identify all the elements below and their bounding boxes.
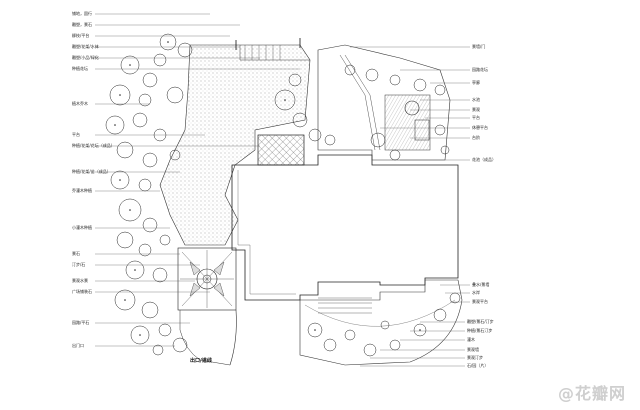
label-right-18: 石/园（片）	[467, 363, 489, 368]
label-left-1: 铺地，園行	[72, 11, 92, 16]
label-right-9: 花池（成品）	[472, 157, 496, 162]
label-left-12: 小灌木种植	[72, 225, 92, 230]
label-right-5: 景观	[472, 107, 480, 112]
label-left-3: 柳枝/平台	[72, 33, 90, 38]
label-left-16: 广场铺装石	[72, 289, 92, 294]
label-right-4: 水池	[472, 97, 480, 102]
label-right-12: 景观平台	[472, 299, 488, 304]
label-right-14: 种植/景石汀步	[467, 328, 493, 333]
label-left-15: 景观水景	[72, 278, 88, 283]
label-left-5: 雕塑/小品/绿化	[72, 55, 99, 60]
label-right-17: 景观汀步	[467, 355, 483, 360]
label-right-11: 水岸	[472, 290, 480, 295]
label-left-10: 种植/花架/苗（成品）	[72, 169, 111, 174]
label-right-6: 平台	[472, 115, 480, 120]
label-left-14: 汀步/石	[72, 262, 86, 267]
label-left-9: 种植/花架/花坛（成品）	[72, 143, 115, 148]
label-left-6: 种植花坛	[72, 66, 88, 71]
label-right-15: 灌木	[467, 337, 475, 342]
label-left-2: 雕塑，景石	[72, 22, 92, 27]
plaza-paving	[177, 247, 237, 311]
bottom-right-garden	[299, 279, 463, 366]
label-right-1: 景墙/门	[472, 44, 486, 49]
label-left-13: 景石	[72, 251, 80, 256]
label-right-2: 园路花坛	[472, 67, 488, 72]
label-left-17: 园路/平石	[72, 320, 90, 325]
label-left-7: 植木乔木	[72, 101, 88, 106]
upper-right-deck	[317, 44, 451, 161]
label-right-3: 亭廊	[472, 80, 480, 85]
label-left-4: 雕塑/花架/水体	[72, 44, 99, 49]
entry-label: 出口/道线	[190, 358, 212, 364]
label-left-11: 乔灌木种植	[72, 188, 92, 193]
label-right-8: 台阶	[472, 135, 480, 140]
watermark: @花瓣网	[557, 384, 626, 403]
label-left-8: 平台	[72, 132, 80, 137]
label-right-7: 休憩平台	[472, 125, 488, 130]
building-footprint	[231, 154, 459, 301]
grid-terrace	[257, 134, 305, 166]
label-right-16: 景观墙	[467, 347, 479, 352]
label-right-13: 雕塑/景石/汀步	[467, 319, 494, 324]
label-left-18: 出门口	[72, 343, 84, 348]
label-right-10: 叠水/景墙	[472, 282, 490, 287]
